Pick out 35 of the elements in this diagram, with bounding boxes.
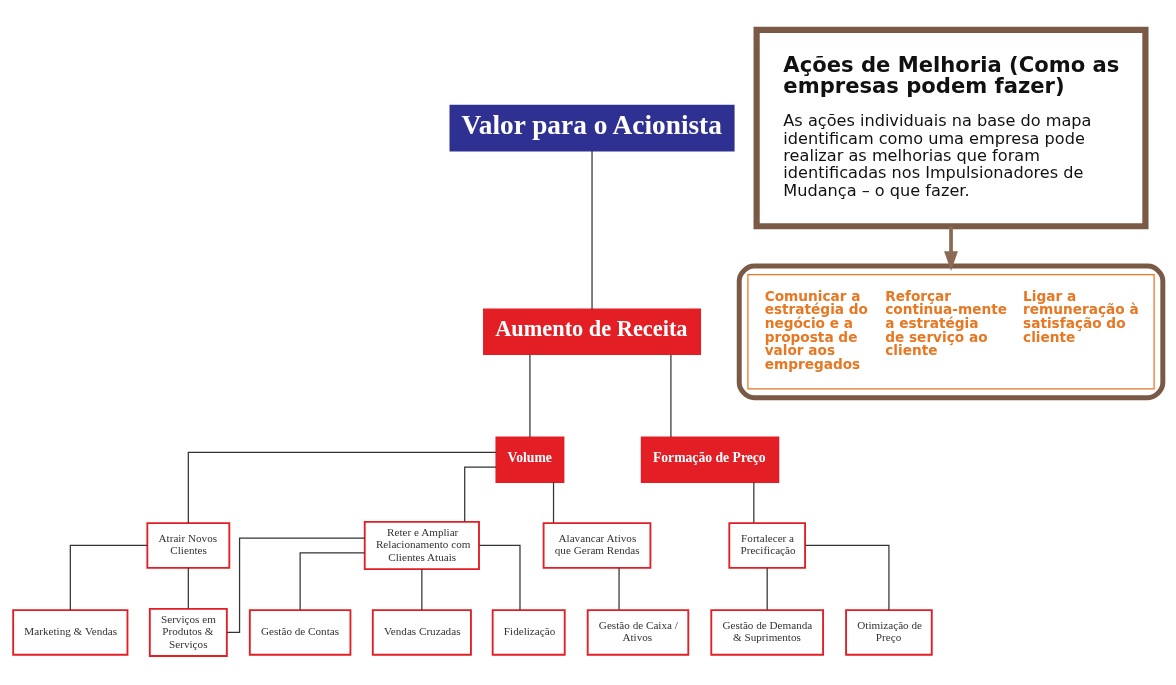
connector	[299, 551, 366, 610]
connector	[552, 481, 555, 523]
node-box: Gestão de Demanda & Suprimentos	[710, 608, 824, 656]
connector	[618, 566, 620, 610]
node-box: Fidelização	[491, 608, 566, 656]
connector	[69, 544, 148, 611]
connector	[804, 544, 890, 611]
node-box: Fortalecer a Precificação	[728, 521, 806, 569]
node-box: Gestão de Contas	[248, 608, 352, 656]
connector	[478, 544, 521, 611]
node-box: Volume	[495, 436, 565, 483]
connector	[670, 353, 672, 438]
node-box: Serviços em Produtos & Serviços	[148, 607, 228, 657]
node-box: Atrair Novos Clientes	[146, 521, 231, 569]
node-box: Aumento de Receita	[483, 308, 702, 355]
connector	[766, 566, 768, 610]
node-box: Alavancar Ativos que Geram Rendas	[542, 521, 652, 569]
connector	[187, 566, 189, 609]
connector	[464, 466, 497, 522]
connector	[753, 481, 755, 523]
arrow	[944, 225, 958, 271]
connector	[529, 353, 531, 438]
node-box: Comunicar a estratégia do negócio e a proposta de valor aos empregados Reforçar continua-mente a estratégia de serviço ao cliente Ligar a remuneração à satisfação do cliente	[736, 263, 1166, 400]
connector	[187, 451, 497, 524]
node-box: Gestão de Caixa / Ativos	[586, 608, 690, 656]
node-box: Vendas Cruzadas	[371, 608, 472, 656]
node-box: Reter e Ampliar Relacionamento com Clientes Atuais	[363, 520, 480, 570]
node-box: Marketing & Vendas	[12, 608, 129, 656]
node-box: Valor para o Acionista	[449, 104, 735, 151]
connector	[226, 536, 366, 633]
node-box: Formação de Preço	[640, 436, 780, 483]
node-box: Otimização de Preço	[845, 608, 933, 656]
node-box: Ações de Melhoria (Como as empresas podem fazer) As ações individuais na base do mapa identificam como uma empresa pode realizar as melhorias que foram identificadas nos Impulsionadores de Mudança – o que fazer.	[753, 26, 1149, 229]
connector	[421, 568, 423, 610]
connector	[591, 149, 593, 310]
